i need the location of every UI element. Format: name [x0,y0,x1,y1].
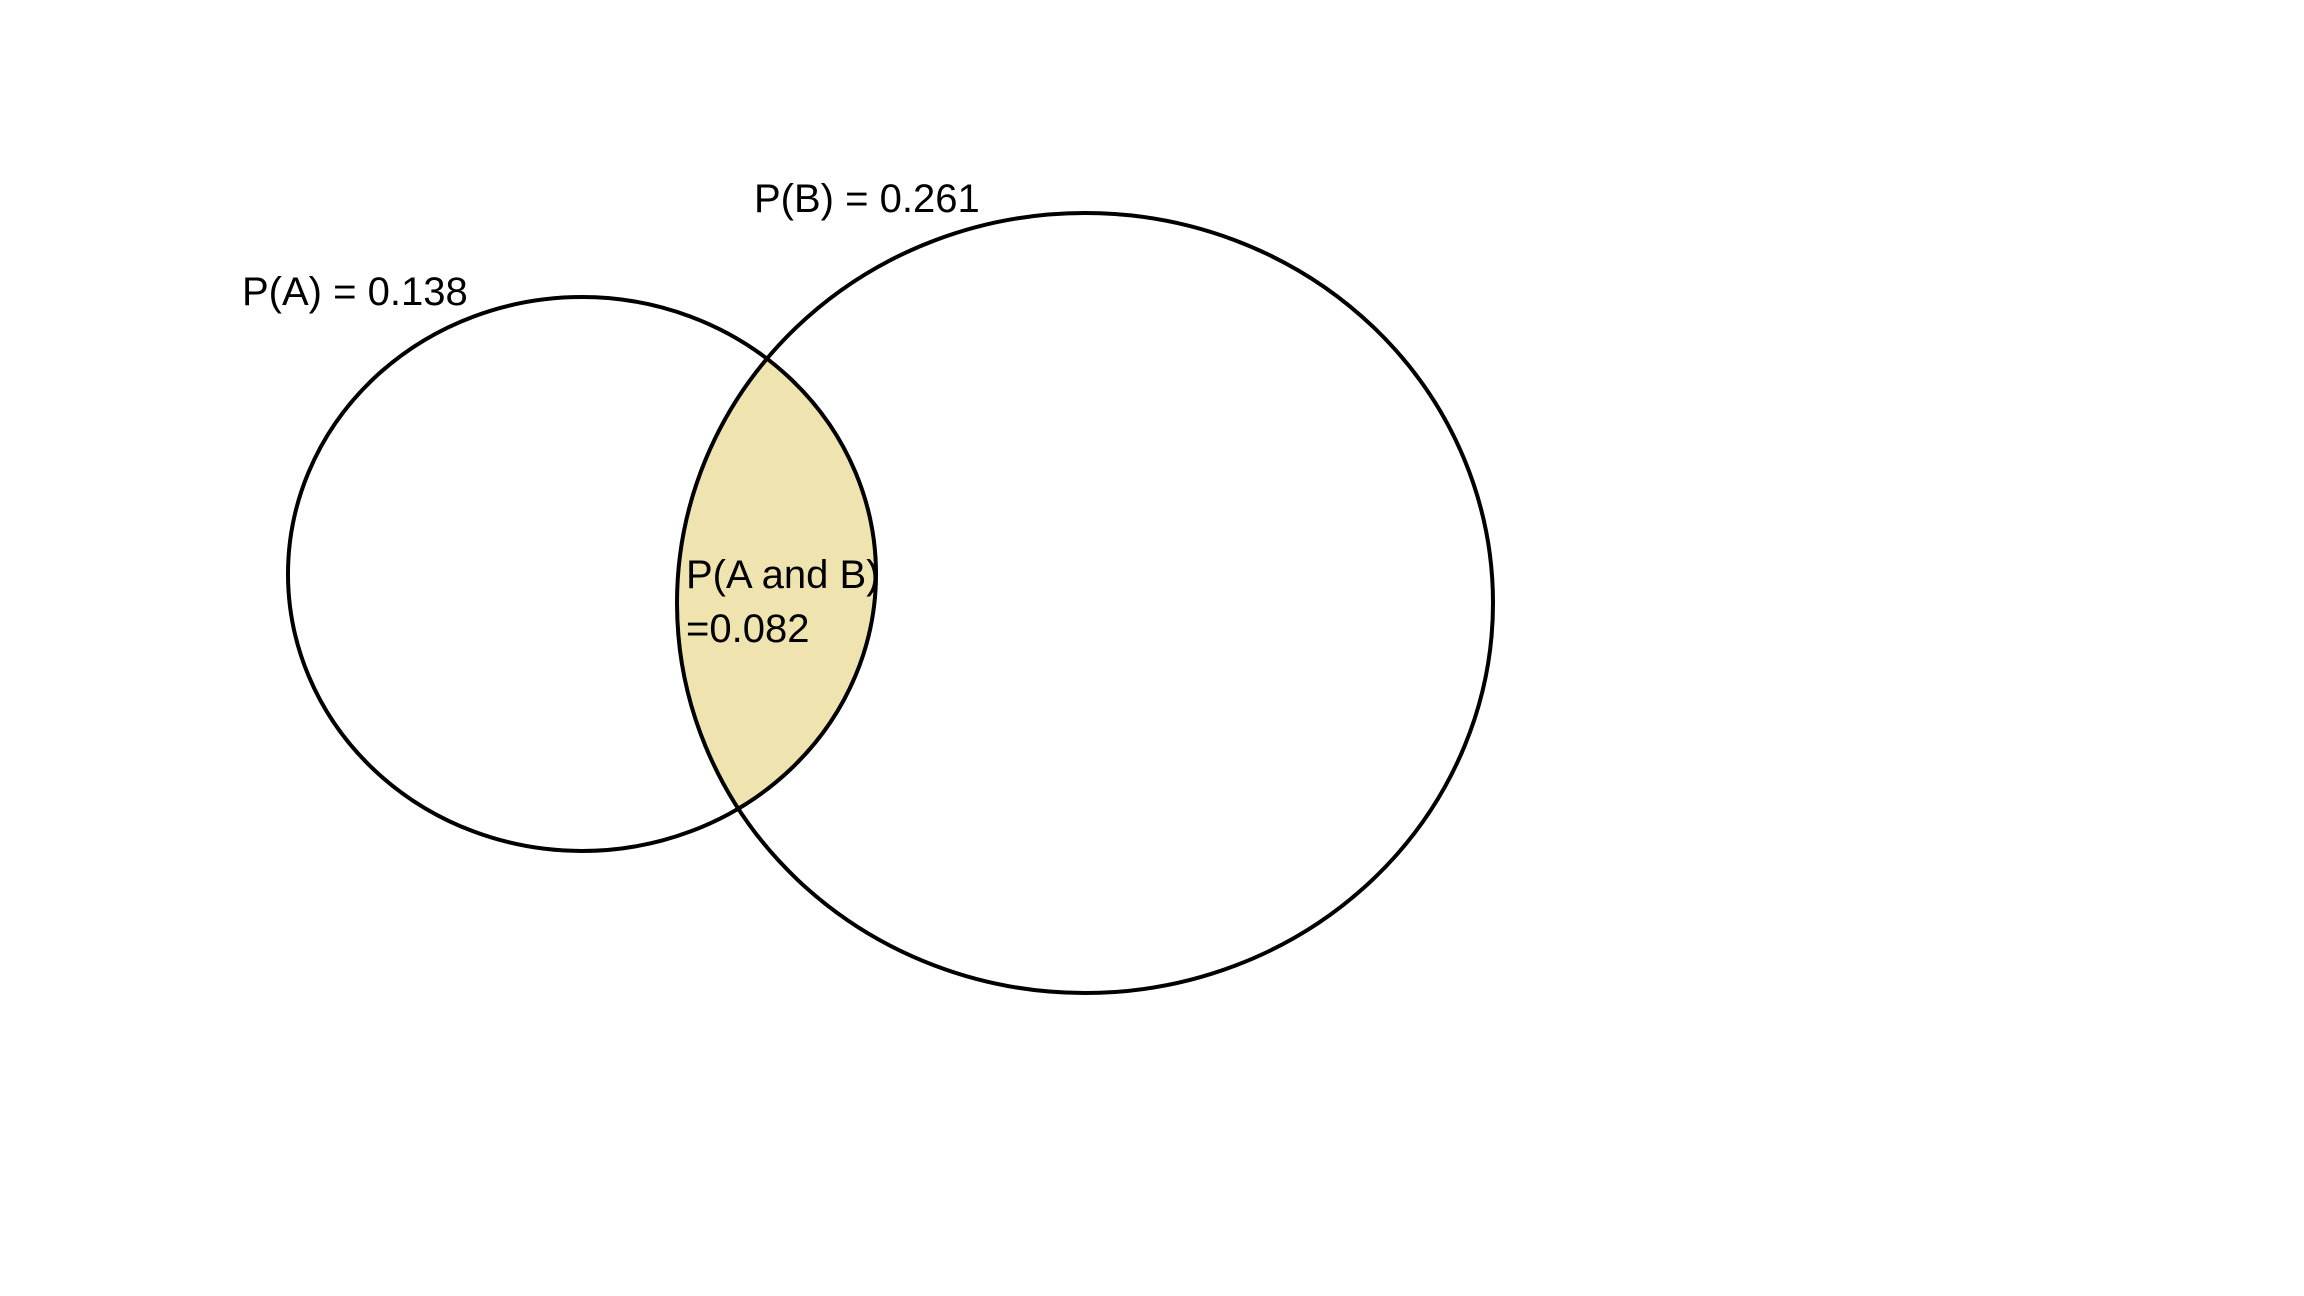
set-b-circle [675,211,1495,995]
intersection-value: =0.082 [686,607,809,651]
set-a-label: P(A) = 0.138 [242,270,468,314]
set-b-label: P(B) = 0.261 [754,177,980,221]
intersection-label: P(A and B) [686,553,879,597]
set-a-circle [286,295,878,853]
